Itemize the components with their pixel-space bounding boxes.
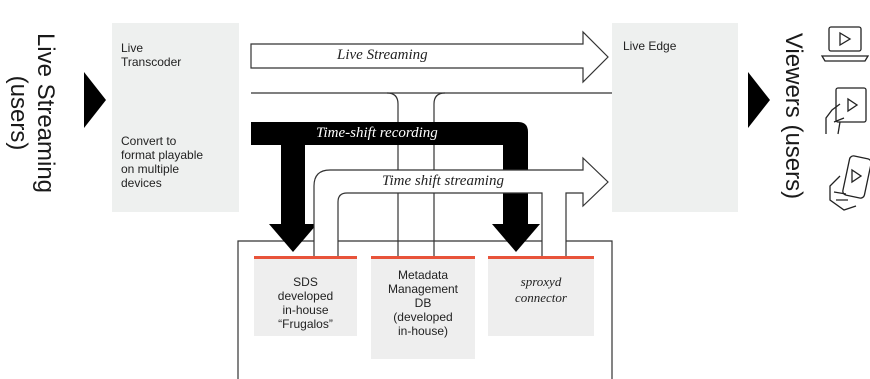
time-shift-recording-flow-label: Time-shift recording [316,125,438,141]
live-edge-box: Live Edge [612,23,738,212]
time-shift-recording-arrow [251,122,540,252]
left-pointer-icon [84,72,106,128]
sproxyd-label: sproxyd connector [515,274,567,305]
transcoder-desc-line4: devices [121,176,162,190]
tablet-hand-play-icon [825,87,867,135]
phone-hand-play-icon [829,155,870,211]
metadata-label: Metadata Management DB (developed in-hou… [387,268,459,338]
storage-container-outline [237,240,613,379]
time-shift-streaming-arrow [313,156,609,259]
sds-label: SDS developed in-house “Frugalos” [277,275,334,331]
left-label-line2: (users) [5,75,32,151]
transcoder-description: Convert to format playable on multiple d… [121,134,203,190]
live-streaming-arrow [250,30,609,84]
transcoder-desc-line3: on multiple [121,162,180,176]
sds-frugalos-component: SDS developed in-house “Frugalos” [254,256,357,336]
live-edge-title: Live Edge [623,39,677,53]
metadata-line-left [386,92,399,258]
live-streaming-users-label: Live Streaming (users) [1,3,59,223]
metadata-line-right [433,92,446,258]
left-label-line1: Live Streaming [32,32,59,194]
transcoder-desc-line1: Convert to [121,134,177,148]
live-transcoder-box: Live Transcoder Convert to format playab… [112,23,239,212]
sproxyd-connector-component: sproxyd connector [488,256,594,336]
viewers-users-label: Viewers (users) [780,32,807,200]
transcoder-title-line1: Live [121,41,144,55]
transcoder-title: Live Transcoder [121,41,181,69]
time-shift-streaming-flow-label: Time shift streaming [382,173,504,189]
live-streaming-flow-label: Live Streaming [337,47,428,63]
transcoder-desc-line2: format playable [121,148,204,162]
transcoder-title-line2: Transcoder [121,55,182,69]
metadata-db-component: Metadata Management DB (developed in-hou… [371,256,475,359]
laptop-play-icon [820,26,870,62]
right-pointer-icon [748,72,770,128]
